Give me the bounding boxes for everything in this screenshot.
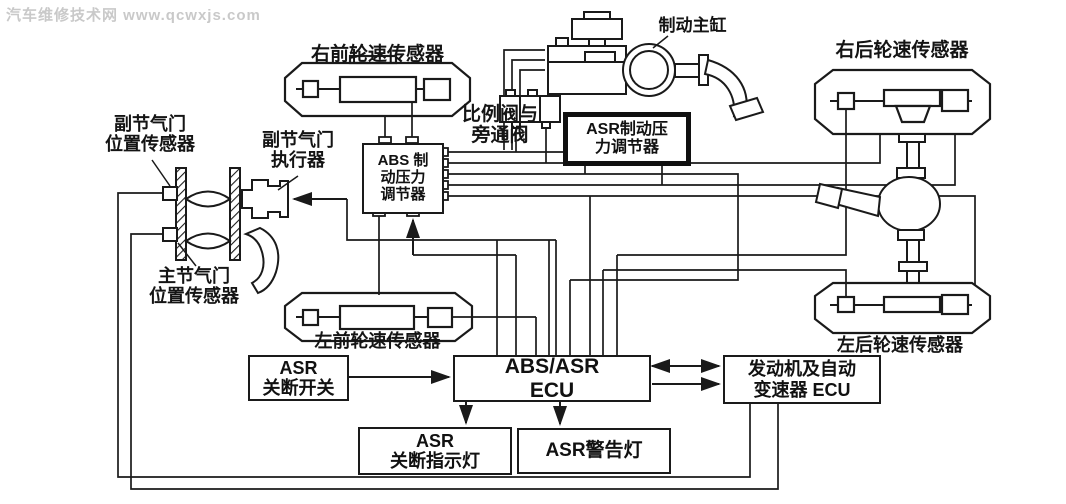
abs-pressure-regulator-box: ABS 制 动压力 调节器 [362, 143, 444, 214]
front-left-sensor-label: 左前轮速传感器 [314, 331, 441, 351]
intake-wall-right [229, 167, 241, 261]
rear-left-wheel-drawing [813, 281, 992, 335]
asr-off-indicator-box: ASR 关断指示灯 [358, 427, 512, 475]
master-cylinder-drawing [547, 11, 765, 122]
main-throttle-valve [184, 232, 232, 250]
main-throttle-position-sensor-drawing [162, 227, 178, 242]
proportioning-bypass-valve-drawing [499, 89, 561, 129]
watermark: 汽车维修技术网 www.qcwxjs.com [6, 7, 261, 24]
asr-pressure-regulator-box: ASR制动压 力调节器 [563, 112, 691, 166]
proportioning-bypass-valve-label: 比例阀与 旁通阀 [461, 104, 538, 147]
rear-axle-differential-drawing [814, 133, 941, 283]
rear-right-wheel-drawing [813, 68, 992, 136]
sub-throttle-actuator-drawing [241, 179, 289, 219]
asr-switch-box: ASR 关断开关 [248, 355, 349, 401]
rear-right-sensor-label: 右后轮速传感器 [835, 40, 969, 61]
front-left-wheel-drawing [283, 291, 474, 343]
wires [117, 49, 976, 490]
arrows [292, 192, 721, 426]
sub-throttle-sensor-label: 副节气门 位置传感器 [105, 114, 195, 155]
sub-throttle-position-sensor-drawing [162, 186, 178, 201]
rear-left-sensor-label: 左后轮速传感器 [837, 335, 963, 355]
main-throttle-sensor-label: 主节气门 位置传感器 [149, 266, 239, 307]
front-right-sensor-label: 右前轮速传感器 [310, 44, 444, 65]
front-right-wheel-drawing [283, 54, 472, 118]
sub-throttle-actuator-label: 副节气门 执行器 [262, 130, 334, 171]
abs-asr-ecu-box: ABS/ASR ECU [453, 355, 651, 402]
master-cylinder-label: 制动主缸 [658, 16, 727, 35]
throttle-assembly-drawing [151, 159, 299, 295]
intake-wall-left [175, 167, 187, 261]
sub-throttle-valve [184, 190, 232, 208]
engine-transmission-ecu-box: 发动机及自动 变速器 ECU [723, 355, 881, 404]
asr-warning-lamp-box: ASR警告灯 [517, 428, 671, 474]
accelerator-pedal-drawing [243, 226, 280, 295]
